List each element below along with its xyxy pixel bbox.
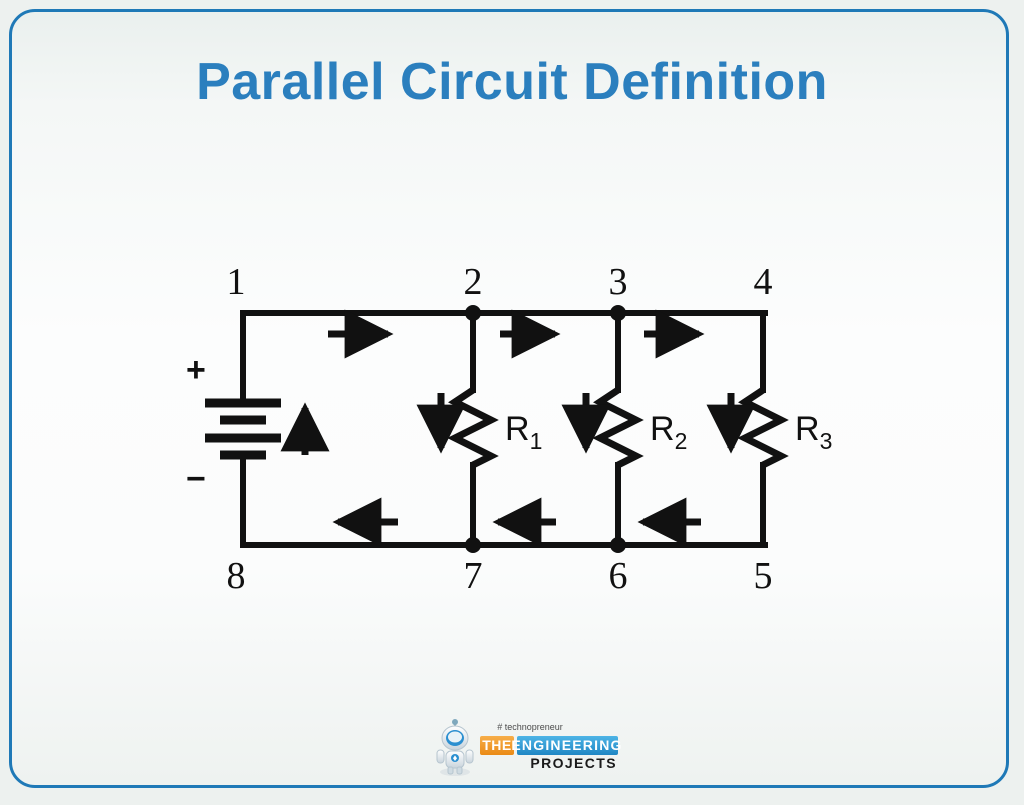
junction-dot-node-2	[465, 305, 481, 321]
resistor-r1-label: R1	[505, 410, 542, 454]
node-label-3: 3	[609, 261, 628, 303]
logo-engineering-label: ENGINEERING	[511, 737, 622, 753]
node-label-1: 1	[227, 261, 246, 303]
page-title: Parallel Circuit Definition	[196, 53, 828, 111]
logo-the-box	[480, 736, 514, 755]
slide-frame	[9, 9, 1009, 788]
battery-symbol	[205, 398, 281, 460]
circuit-diagram: + − R1 R2 R3	[150, 250, 870, 610]
logo-the-label: THE	[482, 737, 512, 753]
logo-engineering-box	[517, 736, 618, 755]
node-label-8: 8	[227, 555, 246, 597]
junction-dot-node-7	[465, 537, 481, 553]
node-label-7: 7	[464, 555, 483, 597]
junction-dot-node-6	[610, 537, 626, 553]
resistor-r2-label: R2	[650, 410, 687, 454]
node-label-2: 2	[464, 261, 483, 303]
robot-mascot-icon	[436, 719, 474, 776]
battery-plus-label: +	[186, 351, 206, 389]
logo-tagline: # technopreneur	[497, 722, 563, 732]
node-label-4: 4	[754, 261, 773, 303]
site-logo[interactable]: # technopreneur THE ENGINEERING PROJECTS	[433, 716, 623, 778]
resistor-r3-symbol	[737, 387, 789, 469]
node-label-6: 6	[609, 555, 628, 597]
battery-minus-label: −	[186, 460, 206, 498]
resistor-r2-symbol	[592, 387, 644, 469]
logo-projects-label: PROJECTS	[530, 755, 617, 771]
junction-dot-node-3	[610, 305, 626, 321]
resistor-r1-symbol	[447, 387, 499, 469]
resistor-r3-label: R3	[795, 410, 832, 454]
node-label-5: 5	[754, 555, 773, 597]
